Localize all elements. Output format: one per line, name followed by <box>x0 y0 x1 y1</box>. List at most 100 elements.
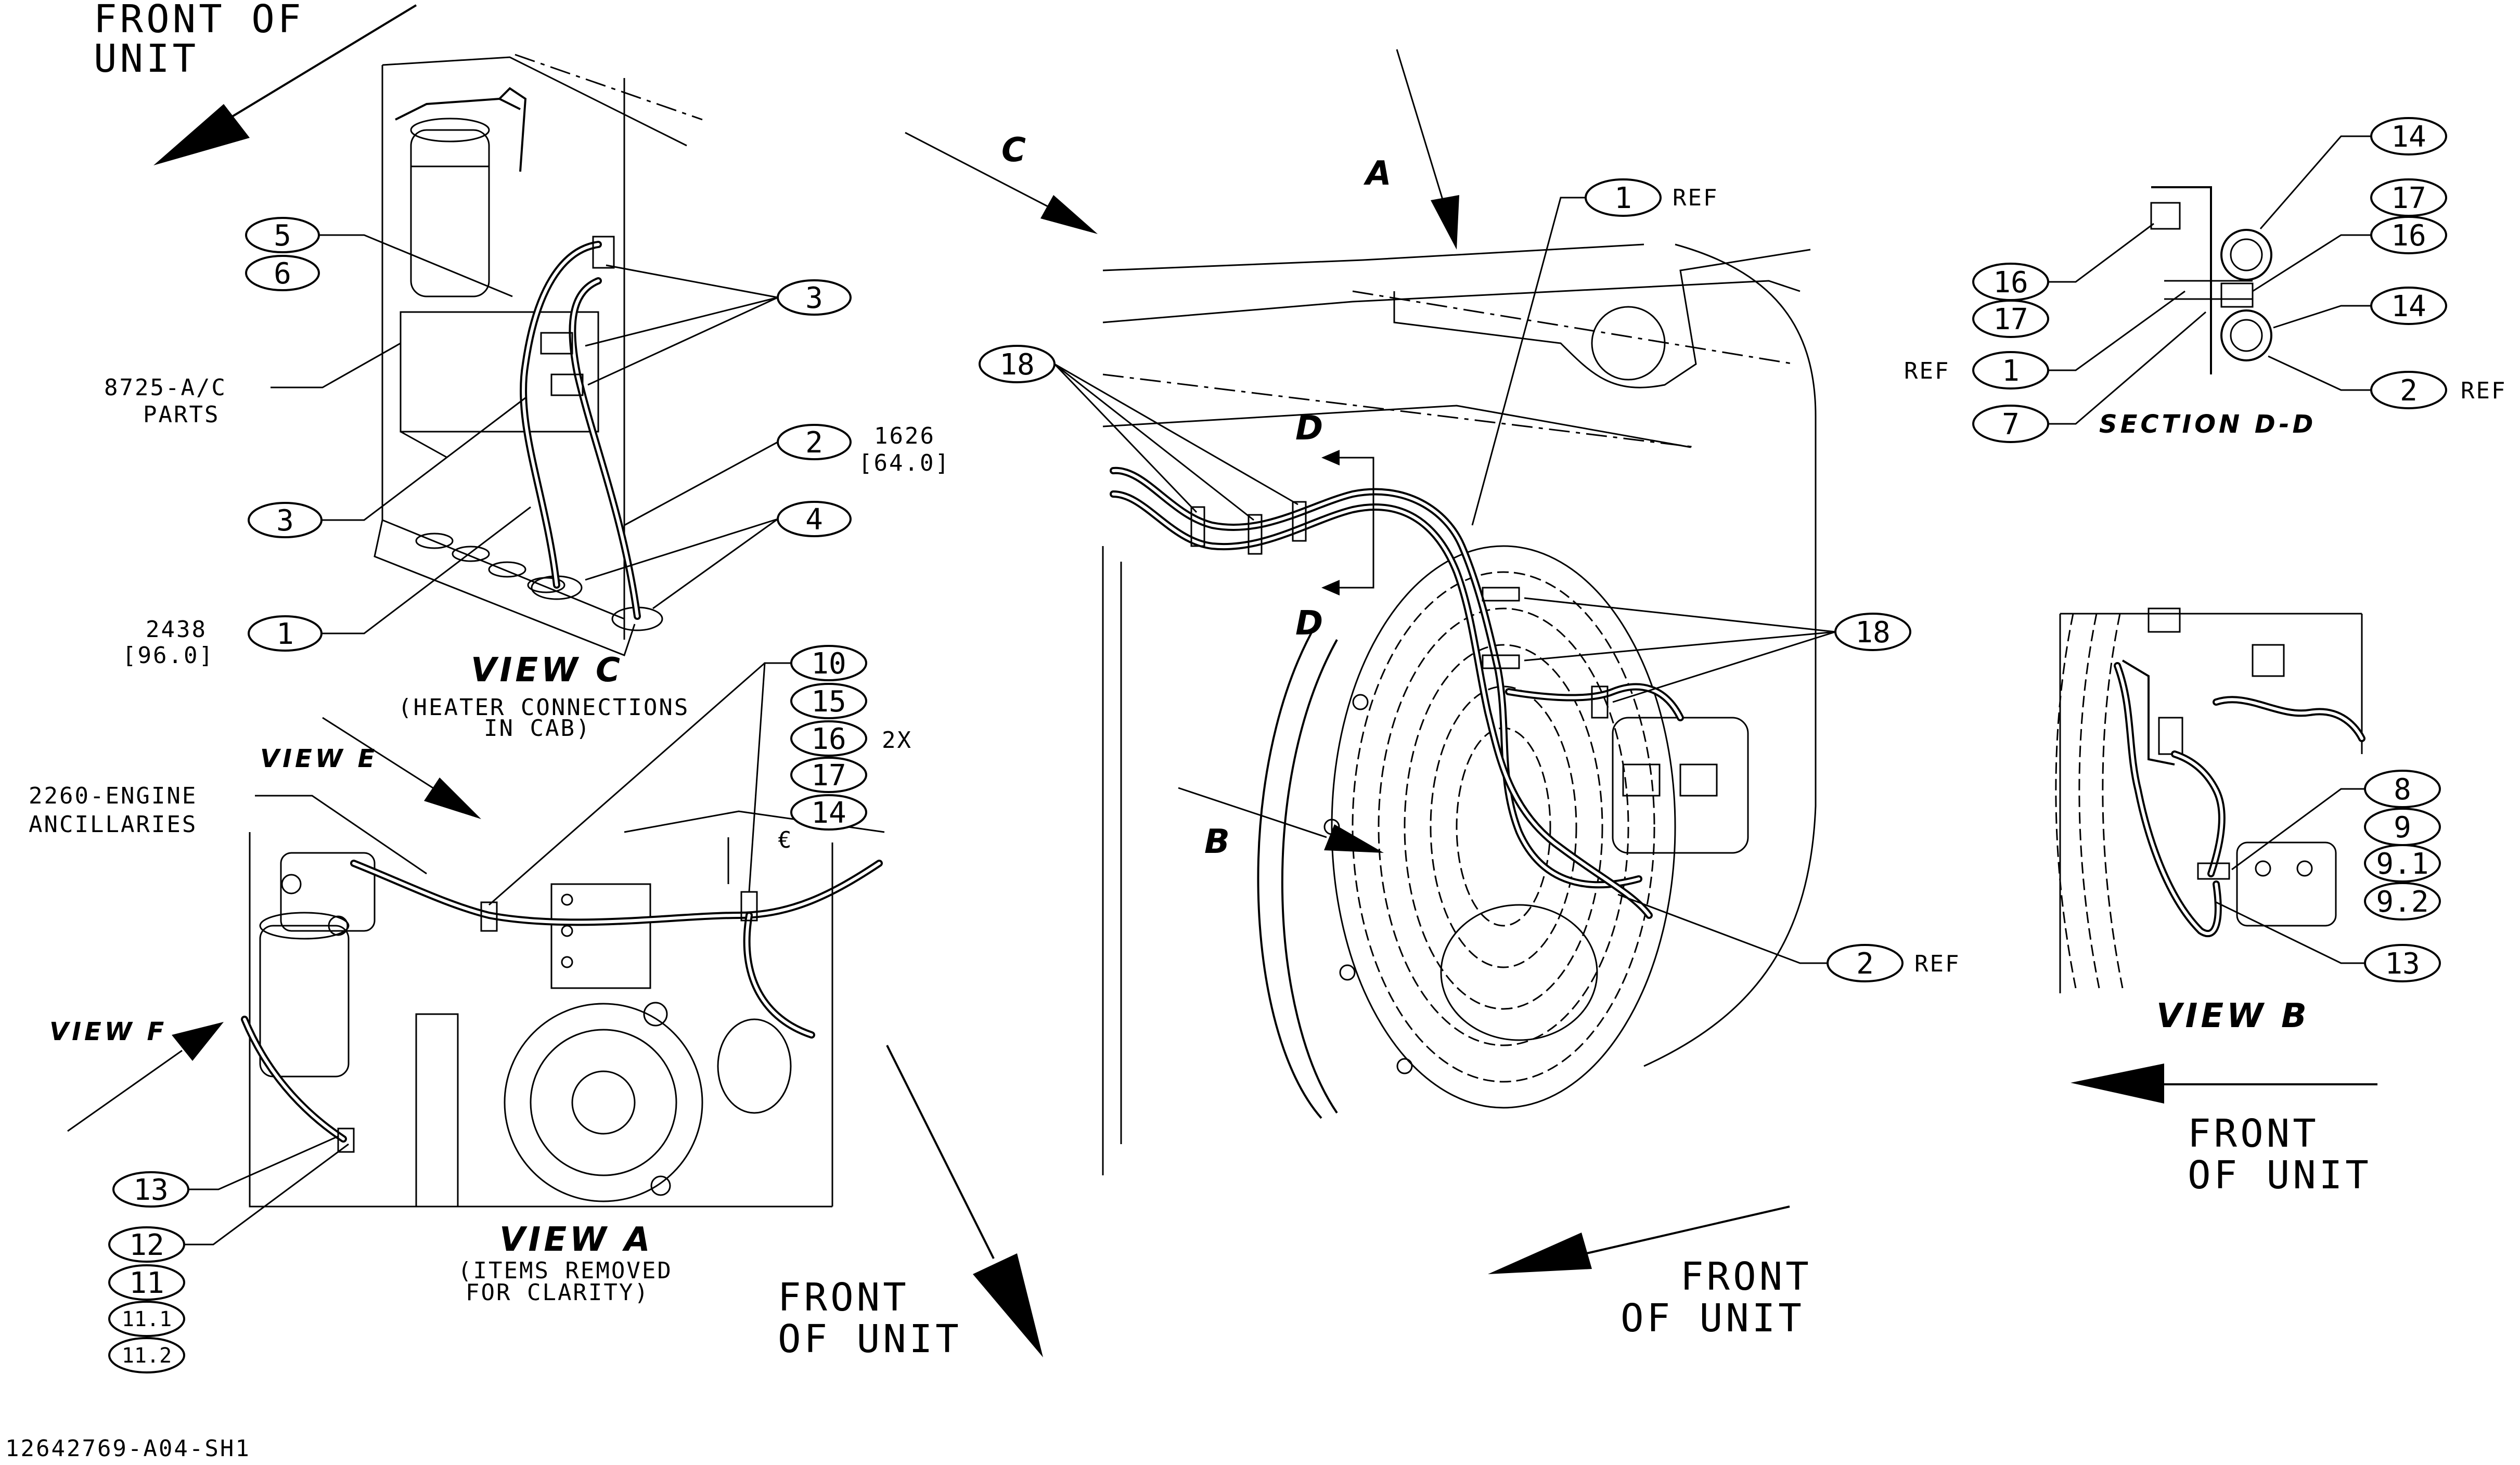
view-a-callouts: VIEW E 2260-ENGINE ANCILLARIES VIEW F 10… <box>29 645 911 1373</box>
balloon-11-1 <box>108 1301 185 1337</box>
leader-10-right <box>748 662 791 892</box>
hose-clamp <box>1591 685 1609 719</box>
arrow-a-shaft <box>1396 49 1445 203</box>
balloon-15 <box>790 683 867 719</box>
ref-label-2: REF <box>1914 951 1960 977</box>
bracket-plate <box>550 883 651 989</box>
arrow-head <box>1488 1233 1592 1274</box>
bracket-angle <box>2151 186 2212 374</box>
housing-right-edge <box>1643 243 1817 1067</box>
leader-8 <box>2231 788 2365 871</box>
hose-clamp <box>2197 862 2230 880</box>
balloon-2-text: 2 <box>805 426 823 460</box>
leader-3-left <box>322 397 526 521</box>
balloon-13-text: 13 <box>133 1173 168 1207</box>
balloon-17-right-text: 17 <box>2391 181 2426 215</box>
leader-18b <box>1054 363 1254 521</box>
section-letter-d-bottom: D <box>1295 604 1326 643</box>
engine-pulley-inner <box>530 1029 677 1176</box>
view-e-arrow-head <box>424 777 481 819</box>
balloon-11-1-text: 11.1 <box>122 1307 172 1331</box>
balloon-10-text: 10 <box>811 647 846 681</box>
leader-5-6 <box>319 234 513 297</box>
balloon-15-text: 15 <box>811 685 846 719</box>
hose-clamp <box>550 373 584 396</box>
hose-section-lower <box>2220 309 2272 361</box>
section-dd-callouts: 14 17 16 14 2 REF 16 17 REF 1 7 SECTION … <box>1904 117 2506 443</box>
hose-clamp <box>592 236 615 269</box>
leader-7 <box>2048 311 2206 425</box>
view-b-hose-1 <box>2114 662 2222 938</box>
mounting-bracket <box>1393 249 1811 388</box>
arrow-shaft <box>1586 1205 1790 1254</box>
section-dd-illustration <box>2150 186 2272 374</box>
frame-top-line <box>1102 243 1644 271</box>
arrow-head <box>2071 1064 2164 1104</box>
leader-14-bottom <box>2273 305 2371 329</box>
leader-4b <box>652 518 778 610</box>
arrow-shaft <box>886 1045 995 1259</box>
ce-mark: € <box>778 827 793 853</box>
view-letter-c: C <box>1001 131 1029 170</box>
balloon-3-left-text: 3 <box>276 504 294 538</box>
leader-4a <box>585 518 778 581</box>
pump-body <box>280 852 376 932</box>
dim-1626: 1626 <box>874 423 935 449</box>
balloon-1-ref-text: 1 <box>1614 181 1632 215</box>
ref-label-1: REF <box>1673 185 1718 211</box>
balloon-16-right-text: 16 <box>2391 219 2426 253</box>
engine-pulley-hub <box>571 1070 636 1135</box>
front-of-unit-text-line2: UNIT <box>94 36 199 81</box>
dim-96: [96.0] <box>122 642 214 669</box>
balloon-11 <box>108 1264 185 1301</box>
view-letter-a: A <box>1363 154 1395 193</box>
balloon-14 <box>790 794 867 831</box>
fan-motor <box>1440 904 1598 1041</box>
section-letter-d-top: D <box>1295 409 1326 448</box>
balloon-14-text: 14 <box>811 796 846 830</box>
ref-label-3: REF <box>2461 378 2506 404</box>
balloon-17-text: 17 <box>811 759 846 793</box>
balloon-11-2-text: 11.2 <box>122 1344 172 1368</box>
shroud-rim <box>1257 624 1322 1119</box>
view-b-hose-3 <box>2213 696 2365 742</box>
hose-clamp <box>480 901 498 932</box>
cab-hidden-line <box>515 54 703 121</box>
balloon-14-top-text: 14 <box>2391 120 2426 154</box>
balloon-13-b-text: 13 <box>2385 947 2420 981</box>
front-of-unit-text-line1: FRONT <box>2188 1111 2319 1156</box>
cab-wall <box>381 65 625 620</box>
engine-outline <box>249 832 832 1208</box>
dim-64: [64.0] <box>858 450 950 476</box>
balloon-9-1 <box>2364 844 2441 883</box>
hose-clamp <box>540 332 573 355</box>
floor-hole <box>488 561 526 578</box>
front-of-unit-text-line2: OF UNIT <box>1621 1296 1805 1341</box>
view-e-title: VIEW E <box>260 744 378 773</box>
section-cut-line <box>1337 457 1374 589</box>
engine-pulley-outer <box>504 1003 703 1202</box>
main-view-callouts: C A B D D 1 REF 18 18 2 REF <box>905 49 1960 982</box>
front-of-unit-top-left: FRONT OF UNIT <box>94 0 417 165</box>
front-of-unit-bottom-center: FRONT OF UNIT <box>1488 1205 1809 1341</box>
view-a-title: VIEW A <box>499 1221 653 1259</box>
ac-parts-note-line2: PARTS <box>143 401 220 428</box>
ac-parts-note-line1: 8725-A/C <box>104 374 227 401</box>
floor-hole <box>415 533 454 549</box>
view-a-note-line1: (ITEMS REMOVED <box>458 1257 673 1284</box>
leader-2 <box>624 441 778 526</box>
leader-1 <box>322 506 531 634</box>
leader-18f <box>1612 631 1836 703</box>
arrow-c-shaft <box>905 132 1051 209</box>
view-b-callouts: 8 9 9.1 9.2 13 VIEW B <box>2156 770 2441 1035</box>
leader-16-right <box>2252 234 2371 292</box>
leader-1-dd <box>2048 290 2185 371</box>
ref-label-4: REF <box>1904 358 1950 384</box>
leader-18e <box>1524 631 1836 662</box>
bracket-nut <box>2150 202 2181 230</box>
balloon-16-text: 16 <box>811 722 846 756</box>
view-b-title: VIEW B <box>2156 997 2310 1035</box>
receiver-drier <box>410 129 490 297</box>
frame-line <box>1102 280 1801 323</box>
pipe-top <box>395 97 521 121</box>
